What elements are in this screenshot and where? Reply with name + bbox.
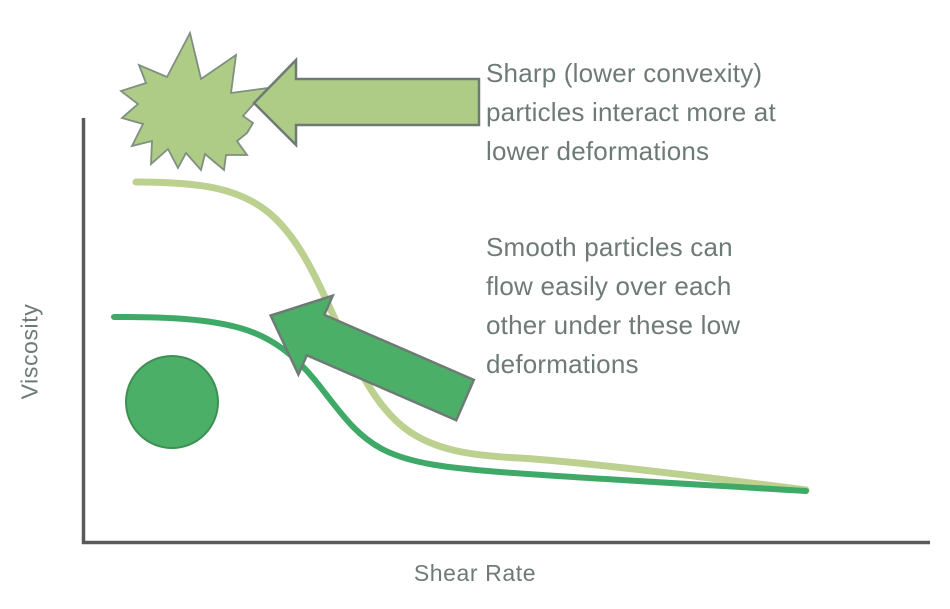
y-axis-label: Viscosity [16,303,43,400]
diagonal-arrow-shape [268,293,476,422]
curve-sharp-particles [132,178,810,494]
callout-smooth-particles: Smooth particles can flow easily over ea… [486,232,741,379]
horizontal-arrow-shape [252,56,481,149]
curve-smooth-particles [111,314,809,494]
smooth-particle-circle [125,355,219,449]
arrow-to-star [252,56,481,149]
sharp-particle-star [119,30,271,172]
star-shape [119,30,271,172]
arrow-to-circle [268,293,476,422]
curves [111,178,810,494]
x-axis-label: Shear Rate [413,560,537,586]
circle-shape [125,355,219,449]
axes [81,118,930,545]
callout-sharp-particles: Sharp (lower convexity) particles intera… [486,58,776,166]
